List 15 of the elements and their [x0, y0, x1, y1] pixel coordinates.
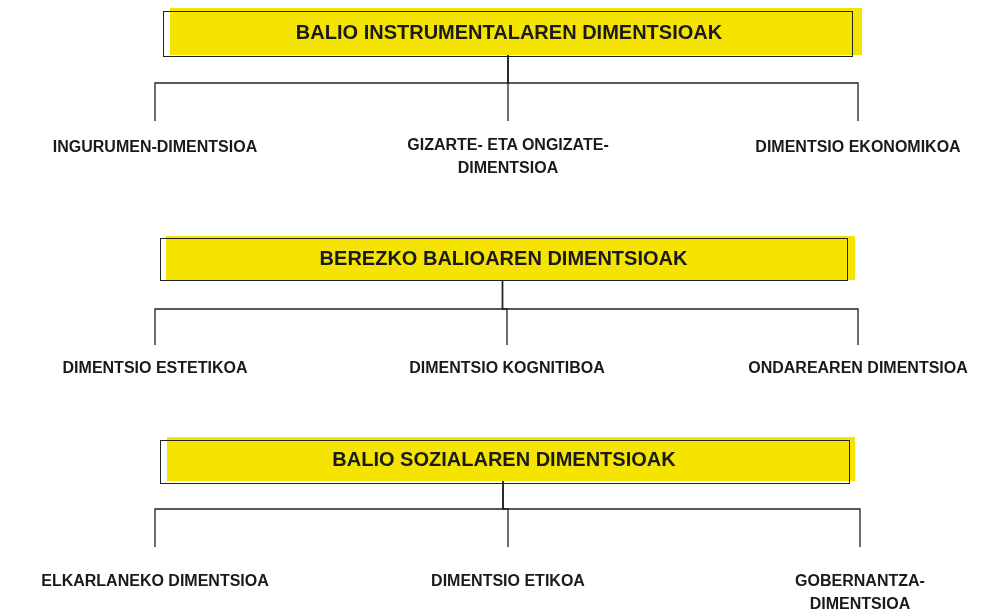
- dimension-label: DIMENTSIO ETIKOA: [431, 571, 585, 591]
- dimension-label: DIMENTSIO KOGNITIBOA: [409, 358, 605, 378]
- dimension-label: DIMENTSIO ESTETIKOA: [62, 358, 248, 378]
- connector-line: [501, 279, 859, 346]
- dimension-label: DIMENTSIO EKONOMIKOA: [755, 137, 961, 157]
- dimension-label: ONDAREAREN DIMENTSIOA: [748, 358, 968, 378]
- heading-text: BALIO INSTRUMENTALAREN DIMENTSIOAK: [295, 19, 723, 45]
- dimension-label: INGURUMEN-DIMENTSIOA: [52, 137, 258, 157]
- connector-line: [502, 480, 861, 548]
- heading-text: BALIO SOZIALAREN DIMENTSIOAK: [332, 447, 676, 472]
- dimension-label: ELKARLANEKO DIMENTSIOA: [41, 571, 269, 591]
- connector-line: [507, 54, 859, 122]
- heading-text: BEREZKO BALIOAREN DIMENTSIOAK: [319, 246, 688, 271]
- dimension-label: GIZARTE- ETA ONGIZATE-DIMENTSIOA: [406, 135, 610, 178]
- dimension-label: GOBERNANTZA-DIMENTSIOA: [794, 571, 926, 613]
